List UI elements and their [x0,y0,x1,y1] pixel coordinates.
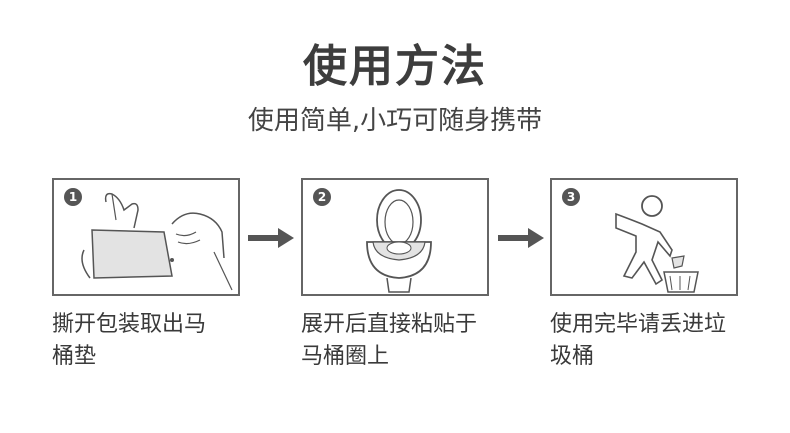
step-number-badge: 3 [562,188,580,206]
step-number-badge: 1 [64,188,82,206]
step-1-panel: 1 [52,178,240,296]
arrow-right-icon [248,228,294,248]
caption-line: 桶垫 [52,344,97,369]
caption-line: 圾桶 [550,344,595,369]
page-subtitle: 使用简单,小巧可随身携带 [247,106,543,136]
caption-line: 使用完毕请丢进垃 [550,312,727,337]
tear-package-illustration [81,192,233,291]
caption-line: 撕开包装取出马 [52,312,207,337]
step-2-caption: 展开后直接粘贴于 马桶圈上 [301,309,501,373]
trash-disposal-illustration [615,195,699,293]
step-number-badge: 2 [313,188,331,206]
page-title: 使用方法 [303,41,487,92]
step-3-panel: 3 [550,178,738,296]
toilet-seat-illustration [366,189,432,293]
step-1-caption: 撕开包装取出马 桶垫 [52,309,252,373]
caption-line: 展开后直接粘贴于 [301,312,478,337]
step-3-caption: 使用完毕请丢进垃 圾桶 [550,309,750,373]
step-2-panel: 2 [301,178,489,296]
caption-line: 马桶圈上 [301,344,390,369]
arrow-right-icon [498,228,544,248]
